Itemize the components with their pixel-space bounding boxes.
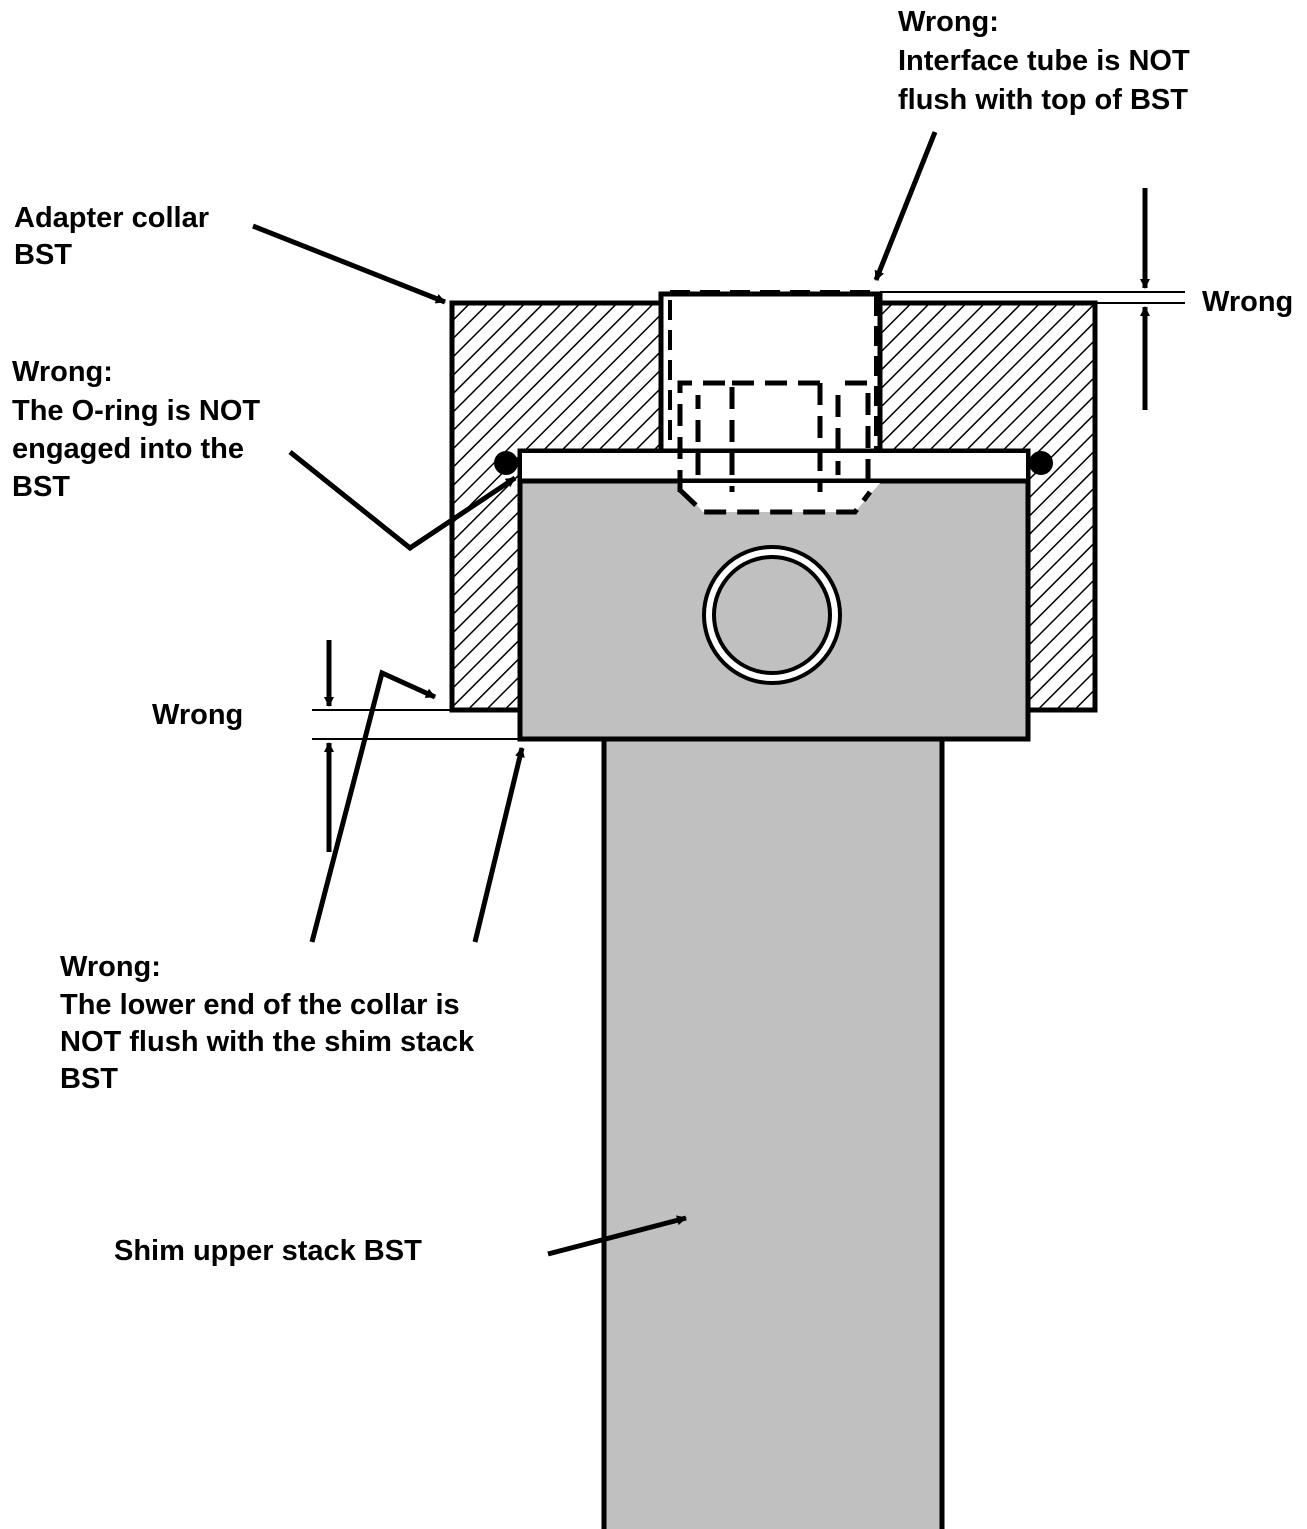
o-ring-right: [1029, 451, 1053, 475]
top-gap-dimension: [880, 188, 1185, 410]
label-oring-heading: Wrong:: [12, 356, 113, 388]
label-top-wrong-line2: flush with top of BST: [898, 84, 1188, 116]
tube-bottom-notch: [677, 483, 880, 512]
label-top-wrong-line1: Interface tube is NOT: [898, 45, 1190, 77]
leader-bottom-right: [472, 747, 525, 943]
interface-tube: [658, 291, 883, 454]
label-bottom-line3: BST: [60, 1063, 118, 1095]
leader-adapter: [252, 223, 446, 305]
label-oring-line3: BST: [12, 471, 70, 503]
label-bottom-heading: Wrong:: [60, 951, 161, 983]
leader-bottom-left: [309, 669, 437, 943]
leader-arrows: [252, 131, 938, 1257]
label-shim: Shim upper stack BST: [114, 1235, 422, 1267]
label-oring-line1: The O-ring is NOT: [12, 395, 260, 427]
label-adapter-line1: Adapter collar: [14, 202, 209, 234]
bottom-gap-dimension: [312, 640, 520, 852]
leader-oring: [288, 450, 517, 552]
label-left-gap: Wrong: [152, 699, 243, 731]
dashed-internal-features: [677, 380, 872, 515]
leader-shim: [547, 1215, 687, 1257]
leader-top-wrong: [873, 131, 938, 281]
label-top-wrong-heading: Wrong:: [898, 6, 999, 38]
label-bottom-line2: NOT flush with the shim stack: [60, 1026, 475, 1058]
label-oring-line2: engaged into the: [12, 433, 244, 465]
o-ring-left: [494, 451, 518, 475]
shim-upper-stack: [601, 735, 945, 1529]
label-adapter-line2: BST: [14, 239, 72, 271]
label-bottom-line1: The lower end of the collar is: [60, 989, 460, 1021]
head-gap: [518, 449, 1030, 485]
label-right-gap: Wrong: [1202, 286, 1293, 318]
bore-inner: [712, 555, 832, 675]
interface-tube-dashed: [668, 290, 878, 492]
